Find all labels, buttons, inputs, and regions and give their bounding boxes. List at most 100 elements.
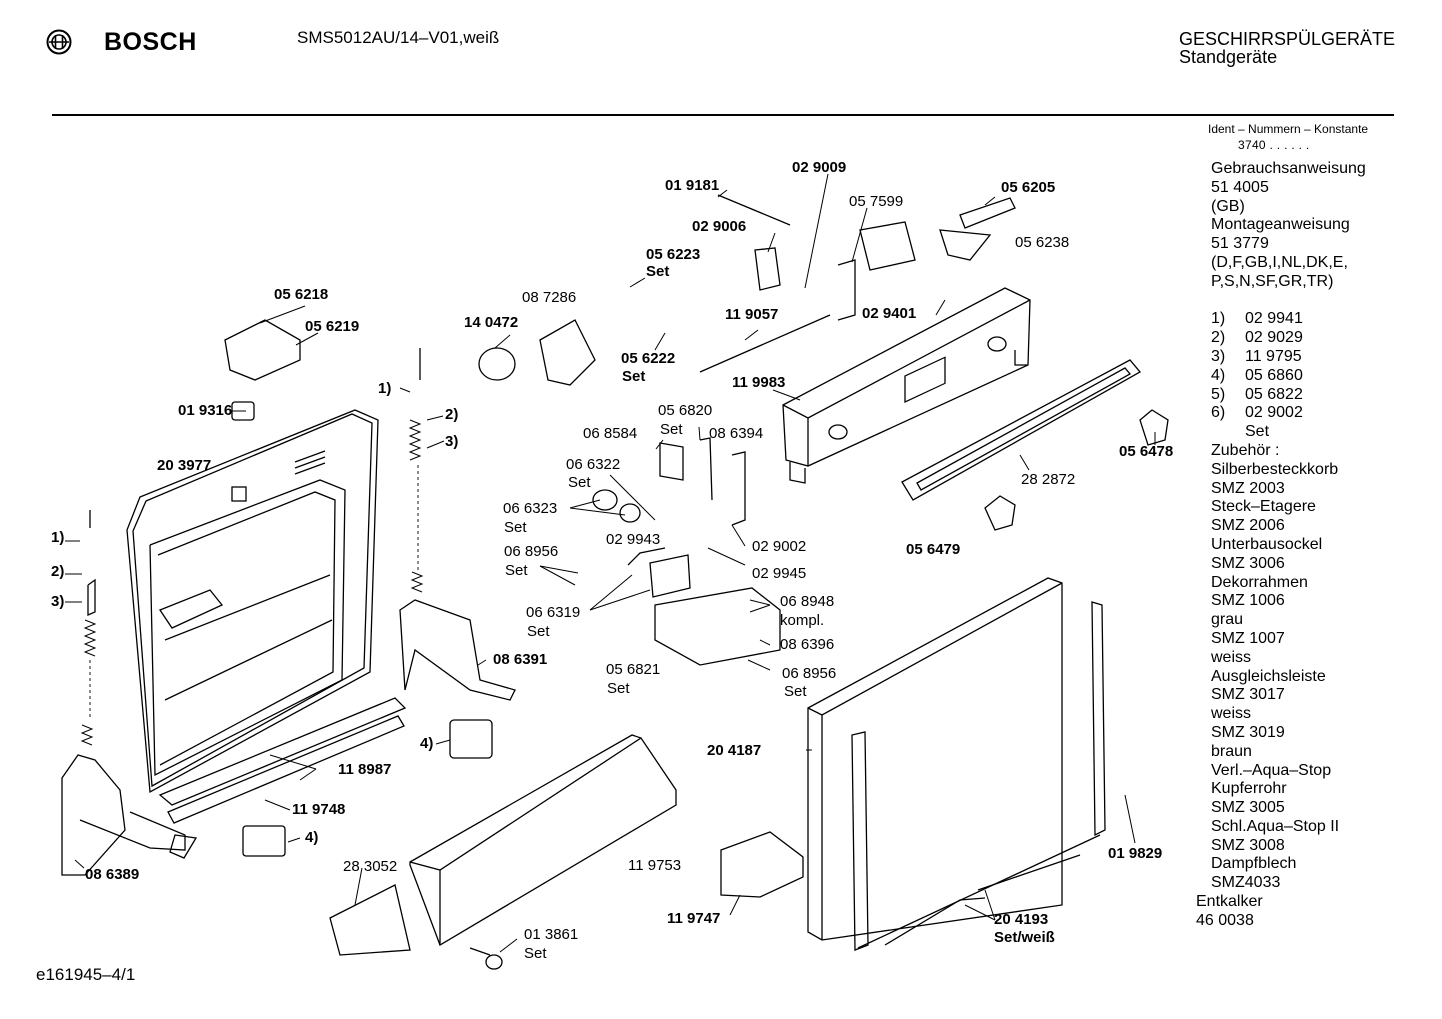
category-title: GESCHIRRSPÜLGERÄTE (1179, 29, 1396, 49)
hinge-bracket (399, 348, 516, 701)
part-label: 06 6323 (503, 500, 558, 517)
accessory-item: SMZ4033 (1211, 874, 1281, 892)
part-label: 11 9748 (292, 801, 346, 818)
part-label: 11 9057 (725, 306, 779, 323)
part-label: 05 6478 (1119, 443, 1174, 460)
part-label: 05 6479 (906, 541, 961, 558)
accessory-item: SMZ 2006 (1211, 517, 1285, 535)
small-components (169, 194, 1169, 970)
accessory-item: Ausgleichsleiste (1211, 667, 1326, 685)
part-label: 05 6820 (658, 402, 713, 419)
footnote-number: 2) (1211, 329, 1226, 347)
drawing-id: e161945–4/1 (36, 965, 136, 984)
guide-line (89, 465, 419, 720)
ident-value: 3740 . . . . . . (1238, 138, 1310, 152)
part-label: 02 9945 (752, 565, 807, 582)
accessory-item: SMZ 1007 (1211, 629, 1285, 647)
part-label: 2) (51, 563, 65, 580)
accessory-item: Zubehör : (1211, 441, 1280, 459)
part-label: 06 8956 (782, 665, 837, 682)
part-label: 05 6218 (274, 286, 329, 303)
inner-door-panel (126, 409, 407, 824)
accessory-item: SMZ 3008 (1211, 836, 1285, 854)
side-list-item: (D,F,GB,I,NL,DK,E, (1211, 253, 1348, 271)
footnote-row: 4) 05 6860 (1211, 367, 1366, 386)
side-list-item: (GB) (1211, 197, 1245, 215)
part-label: Set (504, 519, 527, 536)
accessory-item: Schl.Aqua–Stop II (1211, 817, 1340, 835)
footnote-row: 5)05 6822 (1211, 386, 1366, 405)
part-label: Set (527, 623, 550, 640)
part-label: 06 8584 (583, 425, 638, 442)
part-label: Set (524, 945, 547, 962)
part-label: 3) (51, 593, 65, 610)
part-label: 01 9829 (1108, 845, 1163, 862)
side-list-item: 51 3779 (1211, 235, 1269, 253)
accessory-item: SMZ 1006 (1211, 592, 1285, 610)
footnote-part: 05 6860 (1245, 366, 1303, 384)
part-label: 08 6389 (85, 866, 140, 883)
accessory-item: Steck–Etagere (1211, 498, 1316, 516)
part-label: Set (660, 421, 683, 438)
footnote-number: 3) (1211, 347, 1226, 365)
accessory-item: SMZ 2003 (1211, 479, 1285, 497)
part-label: 01 3861 (524, 926, 579, 943)
part-label: 08 7286 (522, 289, 577, 306)
part-label: 28 2872 (1021, 471, 1076, 488)
spring (80, 419, 424, 746)
side-list-item: Montageanweisung (1211, 216, 1350, 234)
accessory-item: weiss (1211, 648, 1252, 666)
part-label: 4) (420, 735, 434, 752)
part-label: 06 6322 (566, 456, 621, 473)
accessory-item: Entkalker (1196, 893, 1263, 911)
part-label: 1) (51, 529, 65, 546)
part-label: 05 6238 (1015, 234, 1070, 251)
footnote-suffix: Set (1245, 423, 1270, 441)
part-label: Set (505, 562, 528, 579)
accessory-item: Dekorrahmen (1211, 573, 1308, 591)
part-label: 05 7599 (849, 193, 904, 210)
accessory-item: SMZ 3005 (1211, 799, 1285, 817)
part-label: kompl. (780, 612, 825, 629)
part-label: 02 9006 (692, 218, 747, 235)
part-label: 01 9181 (665, 177, 720, 194)
part-label: 20 4187 (707, 742, 762, 759)
hinge-assembly (61, 510, 186, 876)
footnote-part: 02 9002 (1245, 404, 1303, 422)
part-label: 14 0472 (464, 314, 519, 331)
accessory-item: SMZ 3006 (1211, 554, 1285, 572)
footnote-row: 3) 11 9795 (1211, 348, 1366, 367)
part-label: 02 9009 (792, 159, 847, 176)
side-list-item: Gebrauchsanweisung (1211, 160, 1366, 177)
part-label: 28 3052 (343, 858, 398, 875)
footnote-number: 4) (1211, 366, 1226, 384)
part-label: 11 9983 (732, 374, 786, 391)
part-label: 05 6205 (1001, 179, 1056, 196)
header-divider (52, 114, 1394, 116)
footnote-row: 1)02 9941 (1211, 310, 1366, 329)
bosch-armature-icon (46, 29, 72, 55)
part-label: 06 8948 (780, 593, 835, 610)
footnote-part: 11 9795 (1245, 347, 1302, 365)
handle-strip (901, 359, 1141, 501)
part-label: 20 4193 (994, 911, 1049, 928)
part-label: Set (622, 368, 646, 385)
part-label: 05 6821 (606, 661, 661, 678)
part-label: 3) (445, 433, 459, 450)
part-label: 01 9316 (178, 402, 233, 419)
part-label: Set (607, 680, 630, 697)
footnote-number: 5) (1211, 385, 1226, 403)
accessory-item: SMZ 3019 (1211, 723, 1285, 741)
accessory-item: braun (1211, 742, 1252, 760)
part-label: 06 6319 (526, 604, 581, 621)
footnote-row: 6)02 9002 (1211, 404, 1366, 423)
footnote-part: 02 9029 (1245, 329, 1303, 347)
part-label: 05 6223 (646, 246, 701, 263)
part-label: 08 6394 (709, 425, 764, 442)
part-label: 1) (378, 380, 392, 397)
leader-lines (65, 173, 1156, 953)
part-label: 2) (445, 406, 459, 423)
footnote-part: 02 9941 (1245, 310, 1303, 328)
brand-name: BOSCH (104, 28, 197, 56)
ident-label: Ident – Nummern – Konstante (1208, 122, 1369, 136)
